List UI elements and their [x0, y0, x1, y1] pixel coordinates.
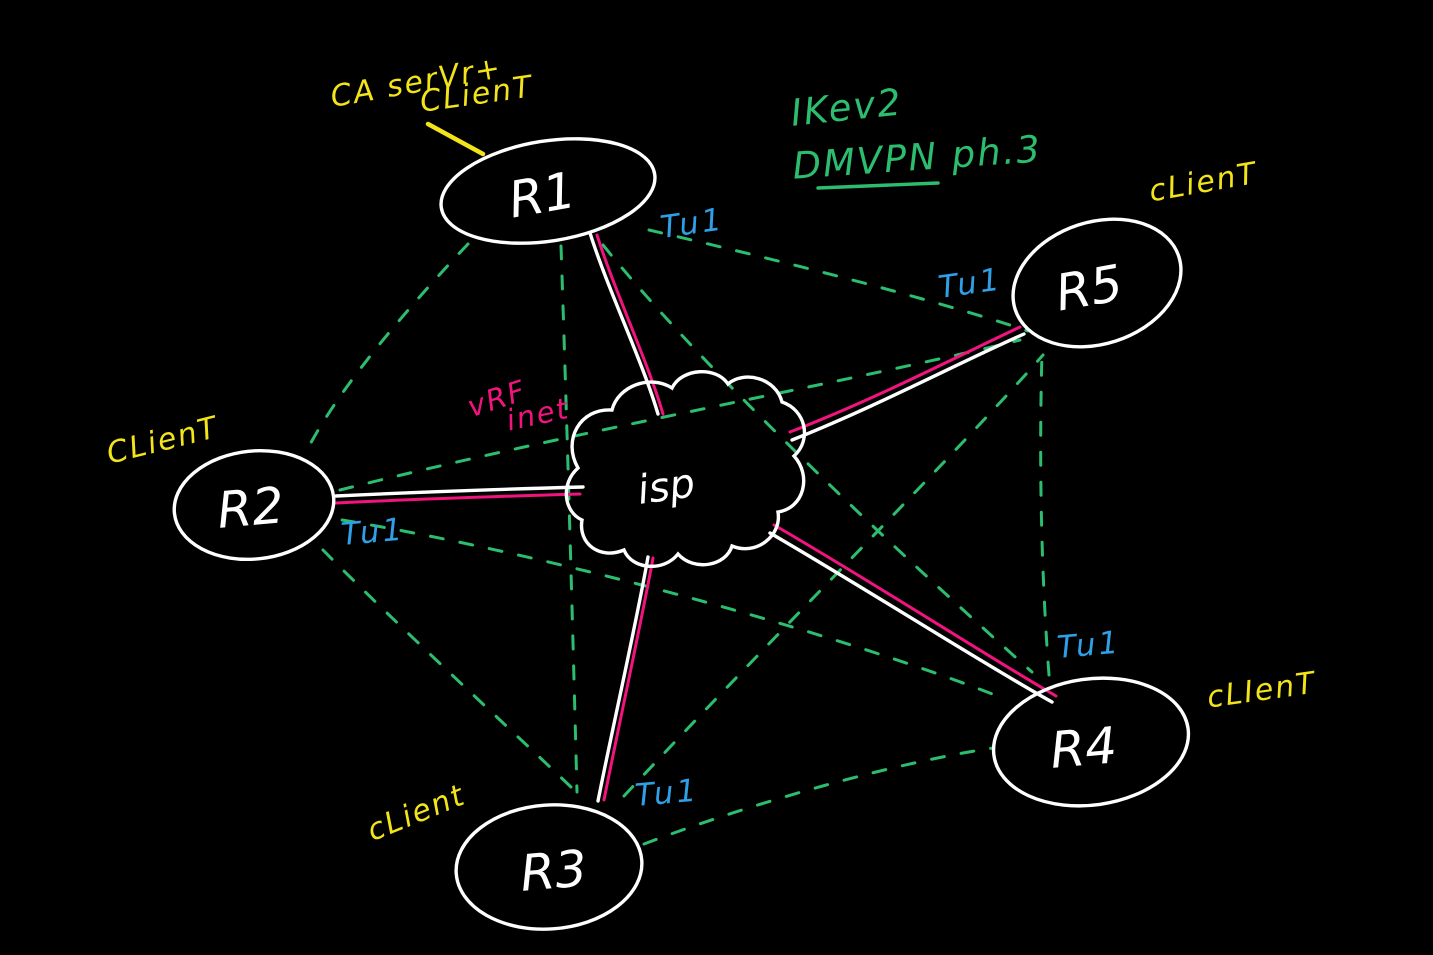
tunnel-r1-r4-dashed — [601, 243, 1034, 674]
tunnel-r1-r3-dashed — [559, 244, 579, 794]
node-r3-label: R3 — [518, 839, 589, 903]
link-r5-isp-pink — [788, 325, 1022, 434]
tunnel-r4-r5-dashed — [1039, 350, 1051, 677]
node-r3-ellipse — [454, 803, 644, 931]
tu1-label-r1: Tu1 — [658, 201, 727, 246]
underlay-links — [334, 231, 1058, 803]
dmvpn-tunnel-mesh — [304, 228, 1051, 846]
link-r1-isp-pink — [595, 233, 665, 416]
node-r1-label: R1 — [504, 161, 580, 230]
link-r4-isp-pink — [772, 523, 1058, 698]
tu1-label-r5: Tu1 — [936, 261, 1005, 306]
link-r1-isp-white — [588, 231, 660, 416]
tunnel-r2-r4-dashed — [340, 518, 1002, 699]
node-r4-ellipse — [991, 676, 1191, 808]
link-r2-isp-white — [334, 485, 585, 498]
tu1-label-r2: Tu1 — [340, 512, 407, 553]
node-r2-ellipse — [172, 448, 336, 562]
tunnel-r2-r5-dashed — [338, 338, 1022, 492]
node-r5-ellipse — [1011, 217, 1183, 349]
node-r4-label: R4 — [1048, 716, 1119, 780]
diagram-title: IKev2 DMVPN ph.3 — [789, 80, 1043, 190]
ca-pointer-line — [425, 121, 486, 157]
title-dmvpn-ph3: DMVPN ph.3 — [791, 127, 1043, 187]
tunnel-r2-r3-dashed — [321, 548, 574, 790]
tunnel-interface-labels: Tu1 Tu1 Tu1 Tu1 Tu1 — [340, 201, 1123, 814]
tunnel-r3-r4-dashed — [642, 746, 995, 846]
tu1-label-r3: Tu1 — [634, 773, 701, 814]
role-label-r2: CLienT — [103, 410, 223, 472]
router-nodes: R1 R2 R3 R4 R5 — [172, 137, 1191, 931]
role-label-r3: cLient — [362, 778, 470, 849]
link-r4-isp-white — [768, 531, 1054, 704]
title-ikev2: IKev2 — [789, 80, 905, 134]
role-label-r4: cLIenT — [1205, 666, 1319, 716]
tunnel-r3-r5-dashed — [622, 353, 1045, 798]
role-annotations: CA serVr+ CLienT CLienT cLient cLIenT cL… — [103, 50, 1319, 848]
node-r2-label: R2 — [215, 476, 286, 540]
link-r3-isp-pink — [602, 556, 655, 802]
isp-node-label: isp — [635, 460, 698, 514]
tu1-label-r4: Tu1 — [1056, 625, 1123, 666]
node-r1-ellipse — [439, 137, 657, 245]
role-label-r5: cLienT — [1146, 156, 1260, 210]
node-r5-label: R5 — [1051, 254, 1127, 323]
isp-cloud — [564, 369, 807, 569]
vrf-annotation: vRF inet — [463, 373, 572, 437]
tunnel-r1-r2-dashed — [304, 242, 470, 454]
dmvpn-underline — [816, 181, 940, 190]
link-r3-isp-white — [596, 555, 650, 803]
link-r2-isp-pink — [334, 492, 582, 505]
link-r5-isp-white — [790, 332, 1026, 442]
